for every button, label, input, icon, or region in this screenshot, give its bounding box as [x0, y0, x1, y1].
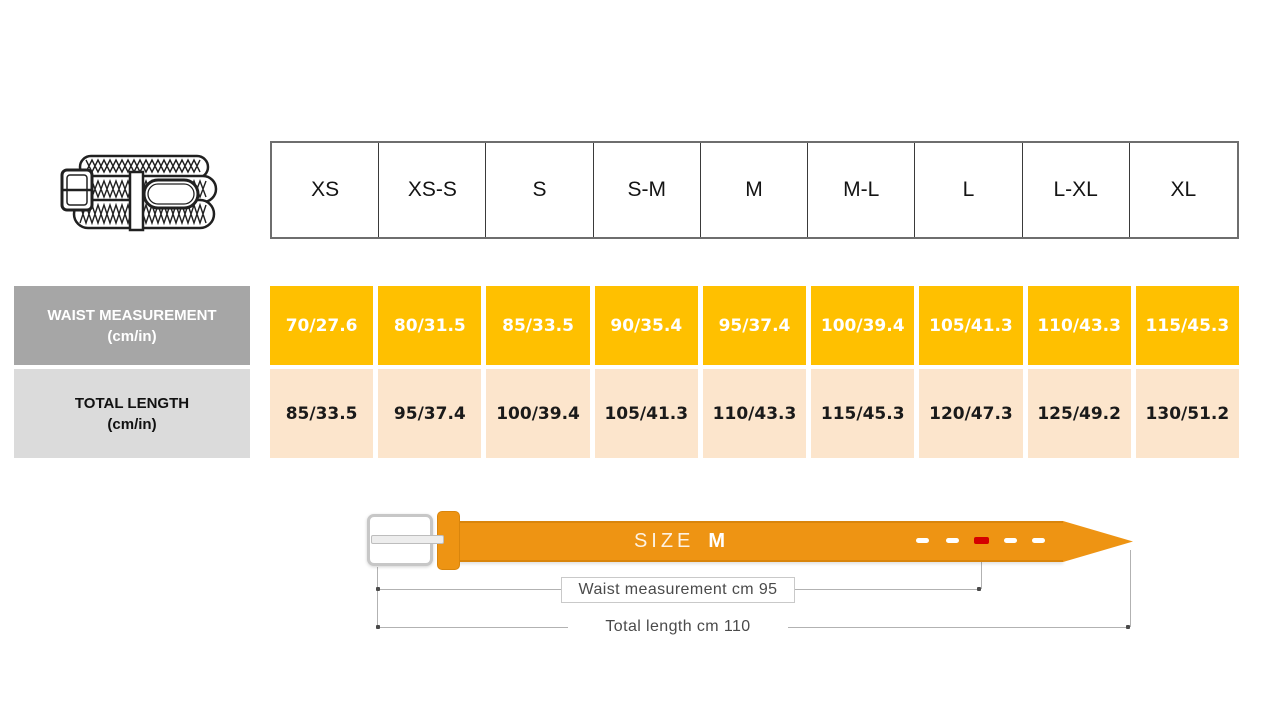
waist-value-cell: 105/41.3	[919, 286, 1023, 365]
belt-hole	[916, 538, 929, 543]
total-value-cell: 115/45.3	[811, 369, 915, 458]
waist-measurement-values-row: 70/27.6 80/31.5 85/33.5 90/35.4 95/37.4 …	[270, 286, 1239, 365]
waist-value-cell: 100/39.4	[811, 286, 915, 365]
belt-tip	[1063, 521, 1133, 562]
belt-hole	[1032, 538, 1045, 543]
belt-buckle-prong	[371, 535, 444, 544]
line-end-dot	[1126, 625, 1130, 629]
total-value-cell: 100/39.4	[486, 369, 590, 458]
size-value: M	[708, 529, 727, 552]
belt-hole	[946, 538, 959, 543]
size-header-cell: M	[701, 143, 809, 237]
total-value-cell: 130/51.2	[1135, 369, 1239, 458]
guide-line-left-vertical	[377, 567, 378, 627]
waist-row-label-unit: (cm/in)	[107, 327, 157, 345]
braided-belt-icon	[60, 154, 218, 232]
total-row-label-text: TOTAL LENGTH	[74, 394, 190, 412]
waist-row-label-text: WAIST MEASUREMENT	[47, 306, 217, 324]
size-header-cell: L-XL	[1023, 143, 1130, 237]
belt-hole	[1004, 538, 1017, 543]
line-end-dot	[376, 587, 380, 591]
total-value-cell: 85/33.5	[270, 369, 374, 458]
size-header-cell: M-L	[808, 143, 916, 237]
size-header-row: XS XS-S S S-M M M-L L L-XL XL	[270, 141, 1239, 239]
size-header-cell: S-M	[594, 143, 701, 237]
total-value-cell: 110/43.3	[702, 369, 807, 458]
waist-measurement-row-label: WAIST MEASUREMENT (cm/in)	[14, 286, 250, 365]
size-header-cell: XS	[272, 143, 380, 237]
size-header-cell: S	[486, 143, 594, 237]
belt-strap	[458, 521, 1063, 562]
waist-value-cell: 80/31.5	[378, 286, 482, 365]
total-length-row-label: TOTAL LENGTH (cm/in)	[14, 369, 250, 458]
size-word: SIZE	[633, 529, 695, 552]
size-header-cell: XL	[1170, 178, 1197, 201]
belt-hole-selected	[974, 537, 989, 544]
total-value-cell: 105/41.3	[594, 369, 698, 458]
total-value-cell: 125/49.2	[1027, 369, 1131, 458]
total-row-label-unit: (cm/in)	[107, 415, 157, 433]
belt-size-label: SIZE M	[595, 527, 765, 555]
size-header-cell: L	[915, 143, 1023, 237]
waist-value-cell: 95/37.4	[702, 286, 807, 365]
waist-value-cell: 110/43.3	[1027, 286, 1131, 365]
total-length-annotation: Total length cm 110	[568, 616, 788, 638]
total-value-cell: 120/47.3	[919, 369, 1023, 458]
waist-value-cell: 85/33.5	[486, 286, 590, 365]
line-end-dot	[376, 625, 380, 629]
waist-value-cell: 115/45.3	[1135, 286, 1239, 365]
guide-line-hole-vertical	[981, 546, 982, 589]
waist-value-cell: 90/35.4	[594, 286, 698, 365]
waist-measurement-annotation: Waist measurement cm 95	[561, 577, 795, 603]
total-length-values-row: 85/33.5 95/37.4 100/39.4 105/41.3 110/43…	[270, 369, 1239, 458]
total-value-cell: 95/37.4	[378, 369, 482, 458]
waist-value-cell: 70/27.6	[270, 286, 374, 365]
size-header-cell: XS-S	[379, 143, 487, 237]
line-end-dot	[977, 587, 981, 591]
guide-line-tip-vertical	[1130, 550, 1131, 627]
